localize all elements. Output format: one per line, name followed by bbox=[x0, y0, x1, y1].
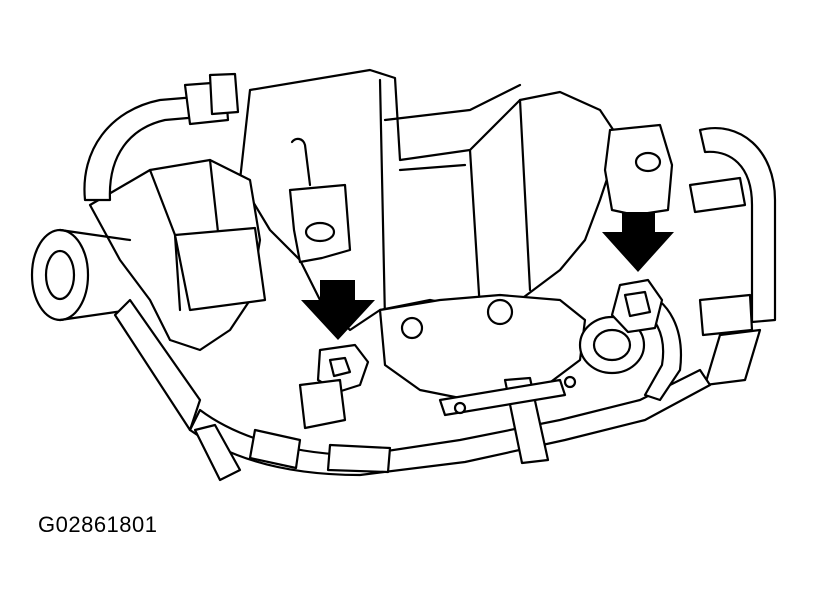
right-sensor-detail bbox=[623, 290, 652, 318]
right-sensor-tab-hole bbox=[634, 151, 662, 173]
right-sensor-tab bbox=[603, 123, 674, 217]
upper-left-hose-clamp-2 bbox=[208, 72, 240, 116]
right-upper-hose bbox=[698, 127, 777, 324]
harness-bracket-bolt-2 bbox=[563, 375, 577, 389]
wire-harness-left bbox=[113, 298, 202, 432]
harness-sleeve-1 bbox=[248, 428, 302, 470]
left-sensor-detail bbox=[328, 356, 352, 378]
left-sensor-tab-hole bbox=[304, 221, 336, 243]
right-sensor-boss-inner bbox=[592, 328, 632, 362]
engine-block bbox=[238, 68, 622, 332]
left-mount-block bbox=[173, 226, 267, 312]
center-bolt-hole-left bbox=[400, 316, 424, 340]
center-bolt-hole-right bbox=[486, 298, 514, 326]
engine-top-edge bbox=[383, 83, 522, 172]
figure-code: G02861801 bbox=[38, 512, 158, 537]
harness-bracket bbox=[438, 378, 567, 417]
left-wire-hook bbox=[290, 137, 312, 187]
center-housing bbox=[378, 293, 587, 402]
engine-rib bbox=[378, 78, 532, 322]
arrow-down-icon bbox=[602, 212, 674, 272]
right-lower-hose bbox=[703, 328, 762, 387]
harness-sleeve-2 bbox=[326, 443, 392, 474]
harness-bracket-bolt-1 bbox=[453, 401, 467, 415]
right-sensor bbox=[610, 278, 664, 334]
left-round-mount-inner bbox=[44, 249, 76, 301]
right-hose-clamp-lower bbox=[698, 293, 754, 337]
arrow-down-icon bbox=[301, 280, 375, 340]
wire-harness-lower bbox=[193, 423, 242, 482]
right-hose-clamp-upper bbox=[688, 176, 747, 214]
left-sensor-connector bbox=[298, 378, 347, 430]
